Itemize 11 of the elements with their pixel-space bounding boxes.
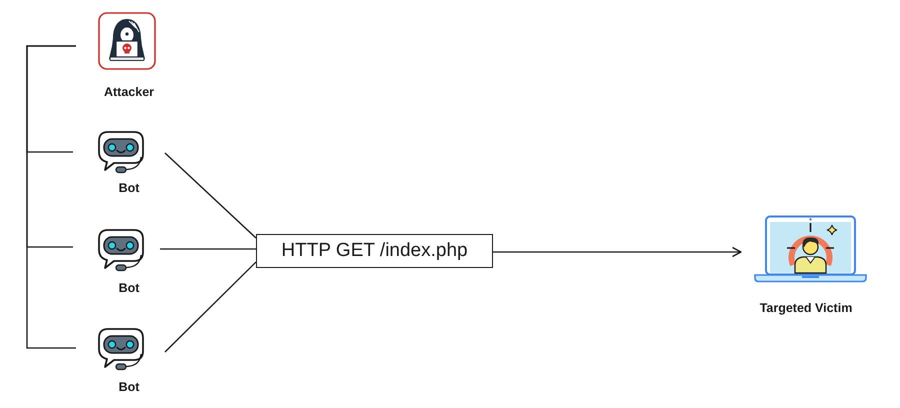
label-box: HTTP GET /index.php (256, 234, 493, 268)
connector-line (164, 262, 256, 352)
connector-line (160, 248, 256, 250)
node-label: Bot (118, 280, 140, 296)
node-label: Targeted Victim (758, 300, 854, 316)
node-label: Bot (118, 180, 140, 196)
node-label: Bot (118, 379, 140, 395)
connector-line (164, 152, 256, 238)
arrow (493, 246, 742, 258)
node-label: Attacker (102, 84, 156, 100)
connector-line (26, 45, 76, 349)
